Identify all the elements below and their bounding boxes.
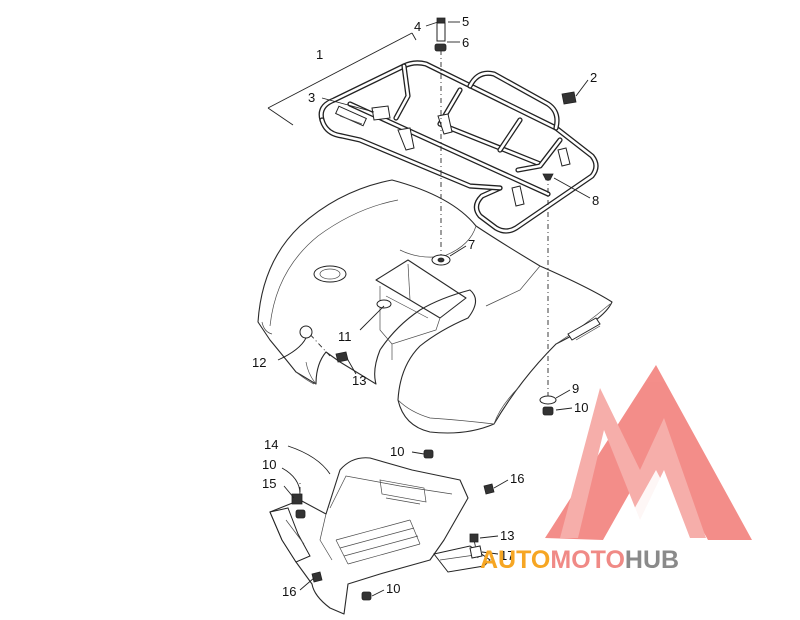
callout-13-footrest: 13 bbox=[500, 528, 514, 543]
bolt-icon bbox=[335, 351, 349, 363]
callout-16-bottom: 16 bbox=[282, 584, 296, 599]
watermark-auto: AUTO bbox=[480, 546, 550, 574]
callout-4: 4 bbox=[414, 19, 421, 34]
screw-icon bbox=[542, 173, 554, 181]
hardware bbox=[291, 17, 577, 601]
nut-icon bbox=[423, 449, 434, 459]
callout-17: 17 bbox=[500, 548, 514, 563]
callout-3: 3 bbox=[308, 90, 315, 105]
callout-10-left: 10 bbox=[262, 457, 276, 472]
callout-10-center: 10 bbox=[390, 444, 404, 459]
rear-rack bbox=[318, 60, 599, 234]
screw-icon bbox=[483, 483, 495, 495]
leader-lines bbox=[277, 21, 591, 597]
callout-12: 12 bbox=[252, 355, 266, 370]
nut-icon bbox=[542, 406, 554, 416]
watermark-moto: MOTO bbox=[550, 546, 625, 574]
clip-icon bbox=[469, 545, 483, 559]
callout-6: 6 bbox=[462, 35, 469, 50]
callout-13-fender: 13 bbox=[352, 373, 366, 388]
washer-icon bbox=[539, 395, 557, 405]
callout-9: 9 bbox=[572, 381, 579, 396]
watermark-hub: HUB bbox=[625, 546, 679, 574]
watermark-m-icon bbox=[560, 388, 706, 538]
svg-text:AUTOMOTOHUB: AUTOMOTOHUB bbox=[480, 546, 679, 574]
bolt-icon bbox=[469, 533, 479, 543]
left-footwell bbox=[269, 457, 491, 615]
callout-5: 5 bbox=[462, 14, 469, 29]
callout-15: 15 bbox=[262, 476, 276, 491]
callout-7: 7 bbox=[468, 237, 475, 252]
bolt-icon bbox=[436, 17, 446, 24]
assembly-bracket bbox=[267, 32, 417, 126]
watermark-text: AUTOMOTOHUB bbox=[480, 546, 679, 574]
callout-1: 1 bbox=[316, 47, 323, 62]
clamp-icon bbox=[371, 105, 391, 121]
callout-10-bottom: 10 bbox=[386, 581, 400, 596]
callout-labels: 1 2 3 4 5 6 7 8 9 10 10 10 10 11 12 13 1… bbox=[252, 14, 599, 599]
rear-fender bbox=[257, 179, 613, 434]
callout-8: 8 bbox=[592, 193, 599, 208]
callout-2: 2 bbox=[590, 70, 597, 85]
watermark-logo bbox=[545, 365, 752, 540]
bolt-icon bbox=[291, 493, 303, 505]
grommet-icon bbox=[376, 299, 392, 309]
nut-icon bbox=[361, 591, 372, 601]
plug-icon bbox=[299, 325, 313, 339]
clip-icon bbox=[561, 91, 577, 105]
spacer-icon bbox=[436, 22, 446, 42]
screw-icon bbox=[311, 571, 323, 583]
callout-10-rack: 10 bbox=[574, 400, 588, 415]
nut-icon bbox=[295, 509, 306, 519]
watermark-g-icon bbox=[628, 470, 682, 520]
callout-14: 14 bbox=[264, 437, 278, 452]
callout-16-right: 16 bbox=[510, 471, 524, 486]
callout-11: 11 bbox=[338, 329, 352, 344]
nut-icon bbox=[434, 43, 447, 52]
